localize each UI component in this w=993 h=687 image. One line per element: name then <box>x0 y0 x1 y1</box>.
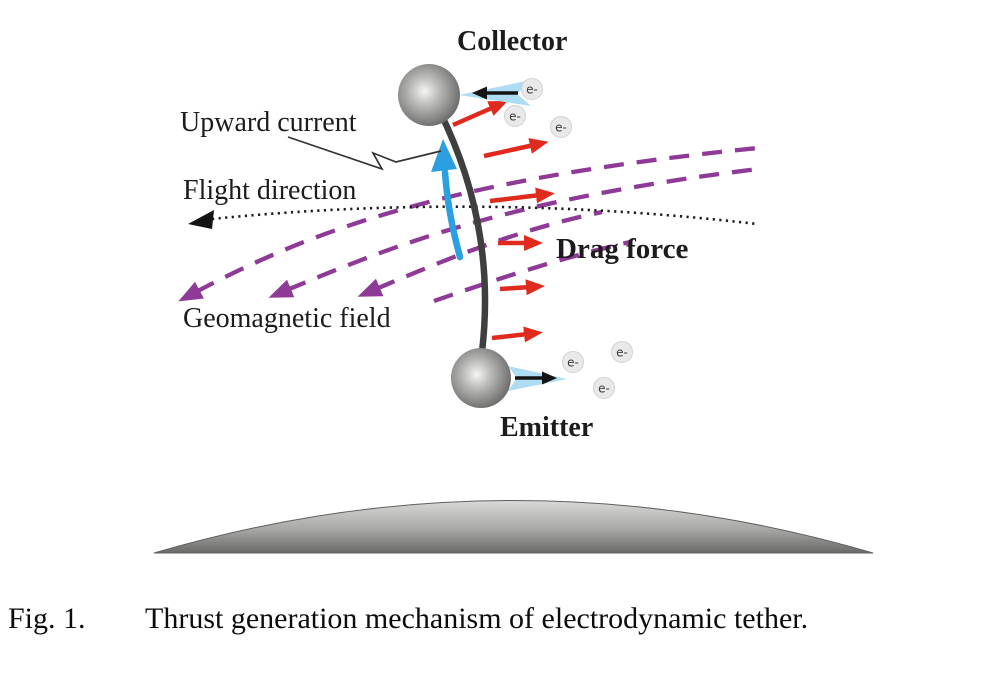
flight-direction-path <box>211 205 758 226</box>
electrodynamic-tether-diagram: e- e- e- e- e- e- <box>153 26 874 554</box>
emitter-sphere <box>451 348 511 408</box>
electrons-emitter: e- e- e- <box>562 341 633 399</box>
upward-current-leader-line <box>287 136 442 171</box>
flight-direction-label: Flight direction <box>183 175 356 206</box>
electron-label: e- <box>616 346 628 360</box>
electrons-collector: e- e- e- <box>504 78 572 138</box>
electron: e- <box>611 341 633 363</box>
electron-label: e- <box>526 83 538 97</box>
emitter-label: Emitter <box>500 412 593 443</box>
collector-sphere <box>398 64 460 126</box>
electron-label: e- <box>567 356 579 370</box>
flight-direction-arrowhead-icon <box>188 210 214 229</box>
field-line <box>178 145 759 302</box>
earth-horizon <box>153 500 874 554</box>
electron: e- <box>593 377 615 399</box>
upward-current-label: Upward current <box>180 107 357 138</box>
field-line <box>433 239 631 304</box>
drag-force-arrow <box>489 187 555 204</box>
upward-current-arrow <box>431 139 464 261</box>
drag-force-arrow <box>499 279 545 296</box>
electron-label: e- <box>555 121 567 135</box>
electron: e- <box>562 351 584 373</box>
drag-force-arrow <box>452 100 508 128</box>
field-line <box>268 166 759 298</box>
figure-caption-text: Thrust generation mechanism of electrody… <box>145 602 809 635</box>
electron: e- <box>550 116 572 138</box>
electron: e- <box>521 78 543 100</box>
figure-caption: Fig. 1. Thrust generation mechanism of el… <box>8 602 968 636</box>
geomagnetic-field-label: Geomagnetic field <box>183 303 391 334</box>
figure-caption-number: Fig. 1. <box>8 602 86 635</box>
drag-force-arrow <box>491 326 543 343</box>
electron: e- <box>504 105 526 127</box>
electron-label: e- <box>509 110 521 124</box>
collector-label: Collector <box>457 26 567 57</box>
drag-force-arrows <box>452 100 555 343</box>
drag-force-label: Drag force <box>556 233 688 265</box>
tether-line <box>438 112 489 356</box>
drag-force-arrow <box>483 138 549 159</box>
electron-label: e- <box>598 382 610 396</box>
